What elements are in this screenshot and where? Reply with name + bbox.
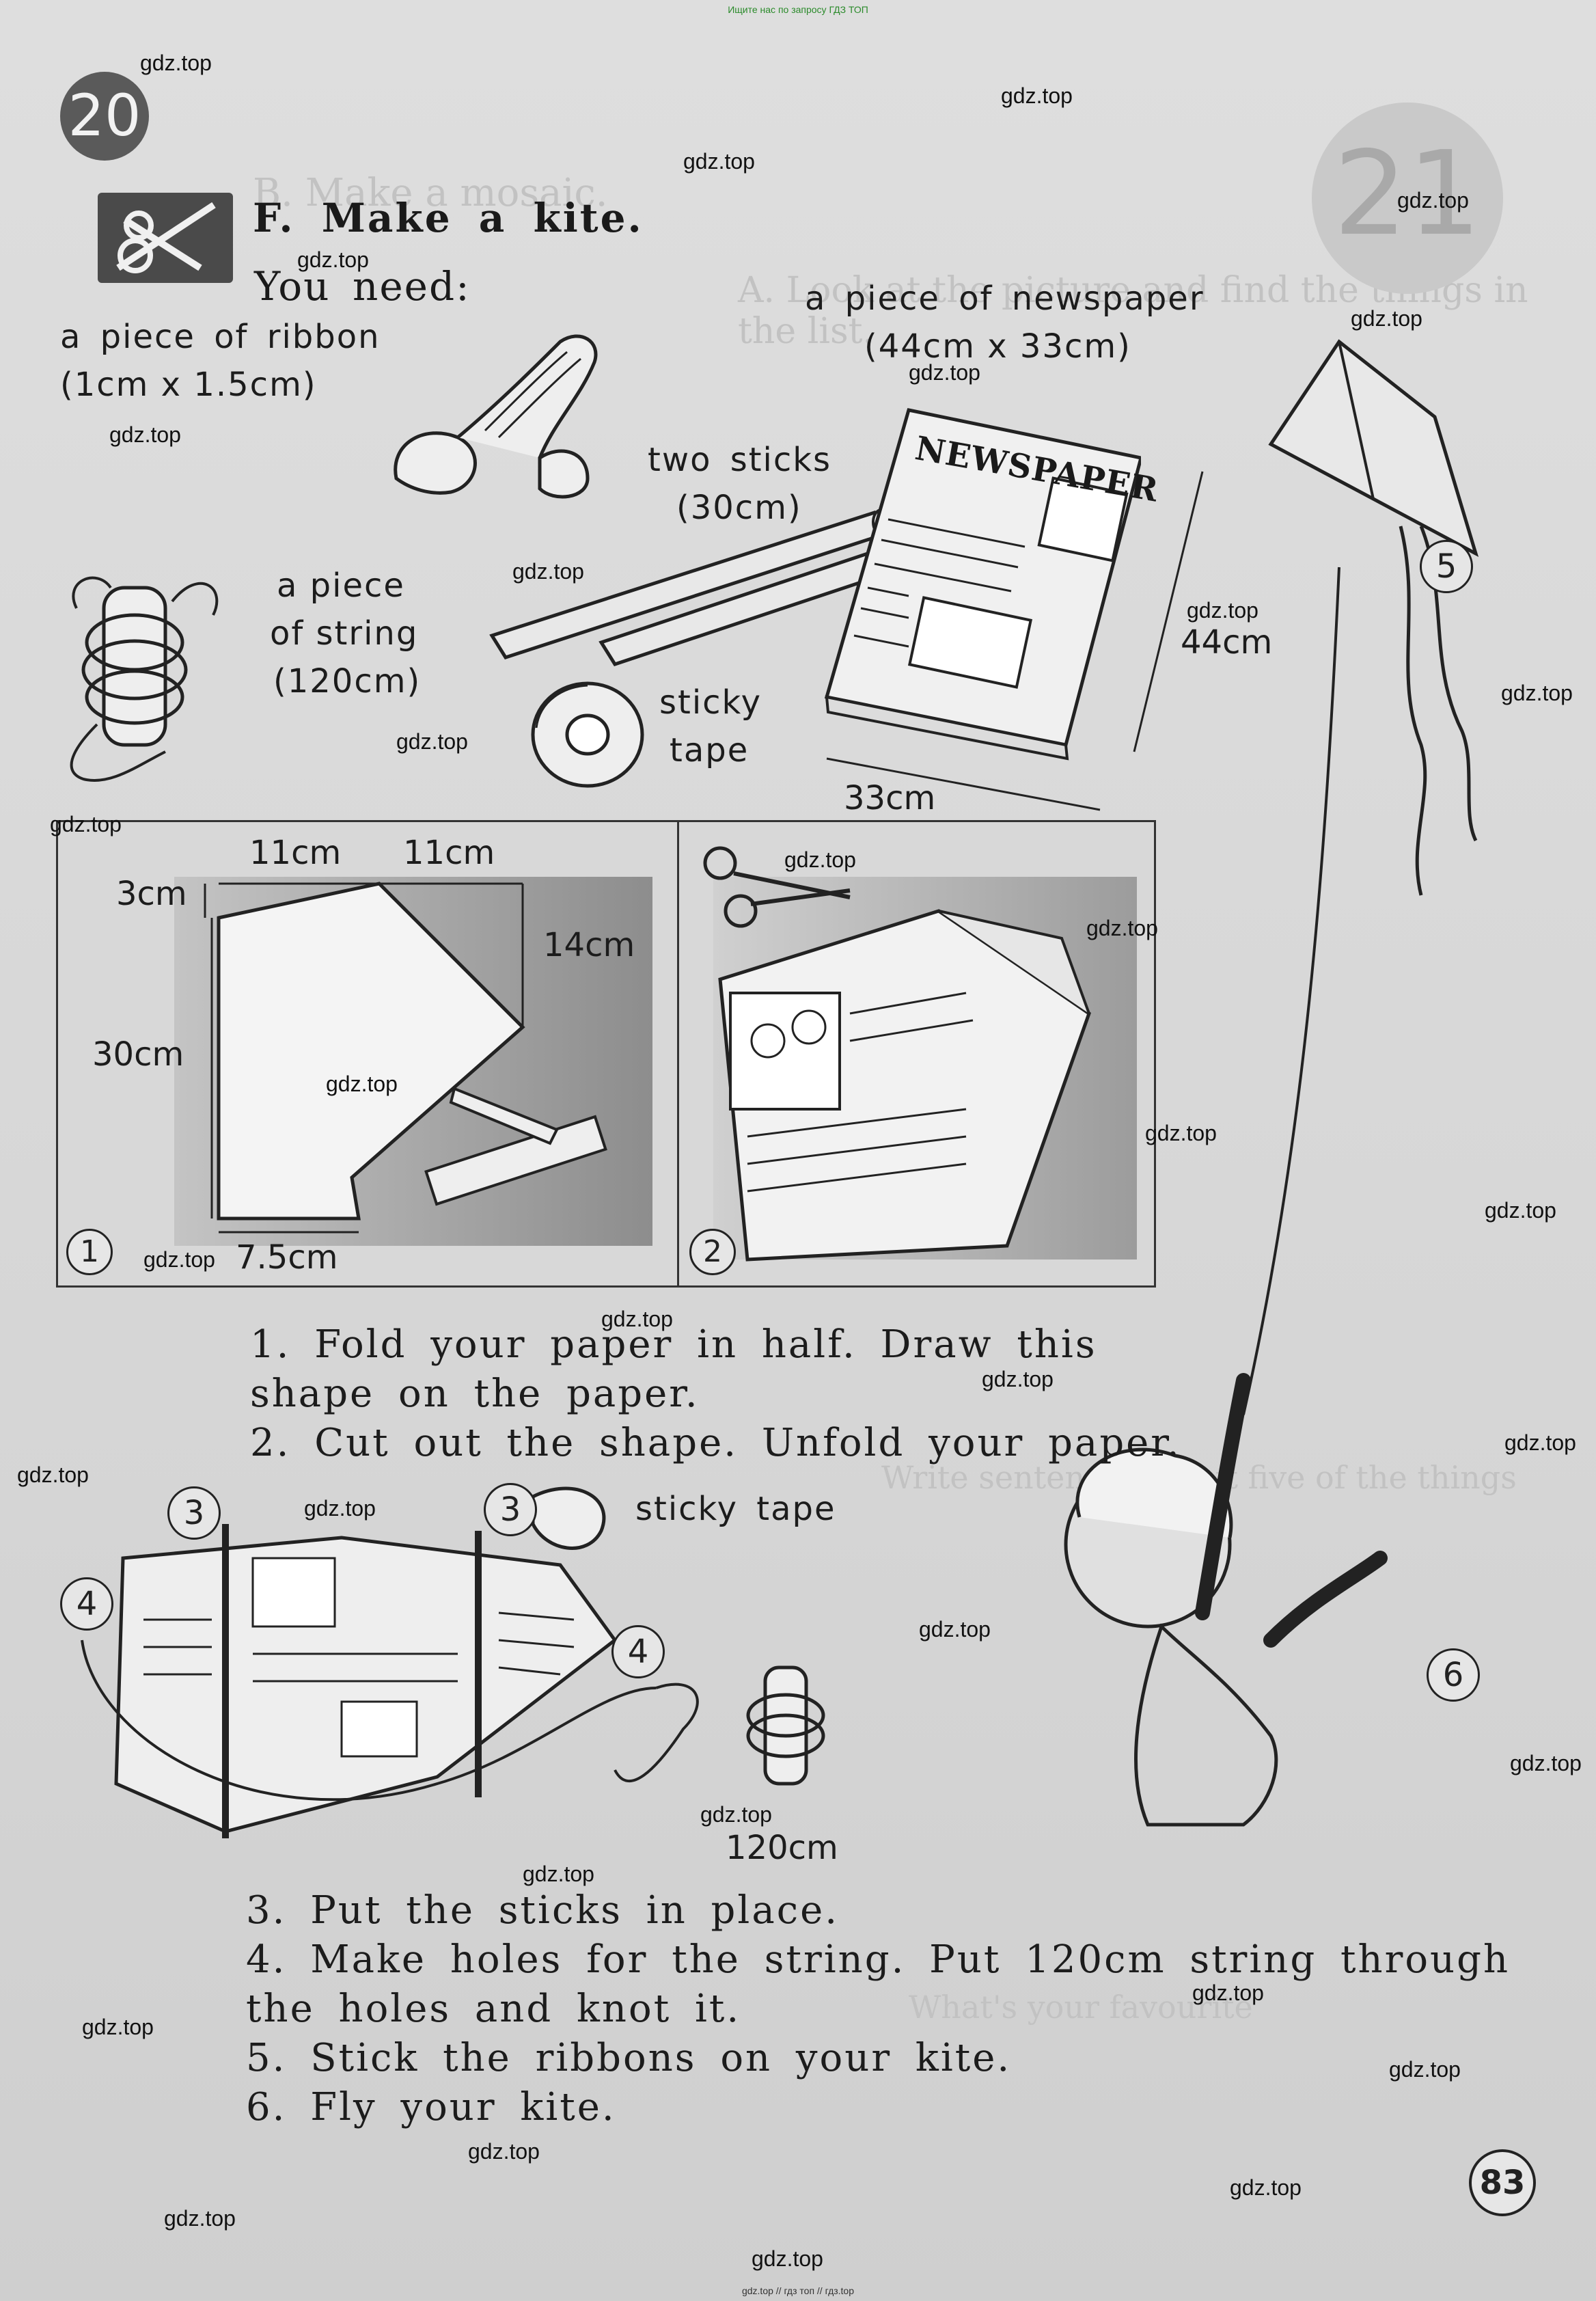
sticky-tape-illustration [531, 681, 644, 788]
newspaper-size: (44cm x 33cm) [864, 327, 1131, 366]
watermark: gdz.top [784, 847, 856, 872]
ghost-text-whats: What's your favourite [909, 1989, 1253, 2026]
watermark: gdz.top [326, 1072, 398, 1096]
step-6-marker: 6 [1427, 1648, 1480, 1702]
newspaper-height-dim: 44cm [1181, 623, 1273, 662]
tape-label-1: sticky [659, 683, 762, 722]
ghost-page-badge-number: 21 [1333, 126, 1482, 262]
page-badge [60, 72, 149, 161]
watermark: gdz.top [1510, 1751, 1582, 1775]
watermark: gdz.top [143, 1247, 215, 1272]
watermark: gdz.top [1086, 916, 1158, 940]
string-label-1: a piece [277, 567, 405, 605]
kite-template-shape [204, 882, 607, 1234]
top-search-note: Ищите нас по запросу ГДЗ ТОП [728, 4, 868, 15]
watermark: gdz.top [297, 247, 369, 272]
ribbon-label: a piece of ribbon [60, 318, 381, 356]
newspaper-dim-arrows [826, 471, 1204, 811]
step-4-line-1: 4. Make holes for the string. Put 120cm … [246, 1937, 1511, 1982]
newspaper-label: a piece of newspaper [805, 280, 1205, 318]
watermark: gdz.top [164, 2206, 236, 2231]
step-3-marker-right: 3 [484, 1483, 537, 1536]
step-1-line-1: 1. Fold your paper in half. Draw this [250, 1322, 1097, 1367]
assembly-string-length: 120cm [726, 1829, 838, 1867]
watermark: gdz.top [523, 1862, 594, 1886]
step-1-marker: 1 [66, 1229, 113, 1275]
ribbon-size: (1cm x 1.5cm) [60, 366, 317, 404]
step-4-marker-left: 4 [60, 1577, 113, 1631]
watermark: gdz.top [1230, 2175, 1302, 2200]
step-3-marker-left: 3 [167, 1486, 221, 1540]
you-need-heading: You need: [254, 263, 471, 310]
watermark: gdz.top [1485, 1198, 1556, 1223]
step-2-marker: 2 [689, 1229, 736, 1275]
boy-illustration [1064, 1373, 1388, 1827]
watermark: gdz.top [1145, 1121, 1217, 1145]
step-4-line-2: the holes and knot it. [246, 1987, 741, 2031]
watermark: gdz.top [1351, 306, 1422, 331]
string-label-2: of string [270, 614, 419, 653]
assembled-kite-illustration [81, 1486, 699, 1838]
string-spool-illustration [746, 1665, 825, 1786]
watermark: gdz.top [683, 149, 755, 174]
step-5-line: 5. Stick the ribbons on your kite. [246, 2036, 1012, 2080]
step-4-marker-right: 4 [611, 1625, 665, 1678]
step-1-line-2: shape on the paper. [250, 1372, 700, 1416]
step-6-line: 6. Fly your kite. [246, 2085, 616, 2129]
watermark: gdz.top [17, 1462, 89, 1487]
watermark: gdz.top [82, 2015, 154, 2039]
activity-title: F. Make a kite. [253, 195, 644, 241]
step-3-line: 3. Put the sticks in place. [246, 1888, 840, 1933]
sticks-size: (30cm) [676, 489, 802, 527]
watermark: gdz.top [1192, 1980, 1264, 2005]
dim-right-14cm: 14cm [543, 926, 635, 964]
watermark: gdz.top [304, 1496, 376, 1521]
cut-newspaper-illustration [703, 846, 1091, 1262]
bottom-note: gdz.top // гдз топ // гдз.top [741, 2285, 855, 2296]
dim-left-30cm: 30cm [92, 1035, 184, 1074]
flying-kite-illustration [1242, 339, 1479, 1415]
ribbon-illustration [394, 334, 598, 499]
dim-top-left-11cm: 11cm [249, 834, 342, 872]
sticks-label: two sticks [648, 441, 832, 479]
watermark: gdz.top [919, 1617, 991, 1642]
watermark: gdz.top [1001, 83, 1073, 108]
page-number: 83 [1469, 2149, 1536, 2216]
ghost-text-b: B. Make a mosaic. [253, 171, 608, 215]
tape-label-2: tape [670, 731, 749, 770]
watermark: gdz.top [909, 360, 980, 385]
watermark: gdz.top [1397, 188, 1469, 213]
watermark: gdz.top [109, 422, 181, 447]
newspaper-illustration [824, 408, 1141, 761]
diagram-1-panel: 1 [56, 820, 681, 1288]
watermark: gdz.top [468, 2139, 540, 2164]
watermark: gdz.top [512, 559, 584, 584]
newspaper-width-dim: 33cm [844, 779, 936, 817]
watermark: gdz.top [601, 1307, 673, 1331]
watermark: gdz.top [140, 51, 212, 75]
ghost-page-badge [1312, 103, 1503, 294]
step-2-line: 2. Cut out the shape. Unfold your paper. [250, 1421, 1181, 1465]
assembly-sticky-tape-label: sticky tape [635, 1490, 836, 1528]
watermark: gdz.top [50, 812, 122, 836]
step-5-marker: 5 [1420, 540, 1473, 593]
dim-left-3cm: 3cm [116, 875, 187, 913]
string-ball-illustration [70, 576, 219, 782]
watermark: gdz.top [752, 2246, 823, 2271]
watermark: gdz.top [396, 729, 468, 754]
dim-bottom-7-5cm: 7.5cm [236, 1238, 338, 1277]
watermark: gdz.top [700, 1802, 772, 1827]
diagram-2-panel: 2 [677, 820, 1156, 1288]
watermark: gdz.top [1187, 598, 1258, 623]
watermark: gdz.top [1501, 681, 1573, 705]
string-size: (120cm) [273, 662, 422, 700]
watermark: gdz.top [1389, 2057, 1461, 2082]
watermark: gdz.top [1504, 1430, 1576, 1455]
watermark: gdz.top [982, 1367, 1054, 1391]
dim-top-right-11cm: 11cm [403, 834, 495, 872]
page-badge-number: 20 [68, 82, 141, 149]
scissors-activity-icon [98, 193, 233, 283]
